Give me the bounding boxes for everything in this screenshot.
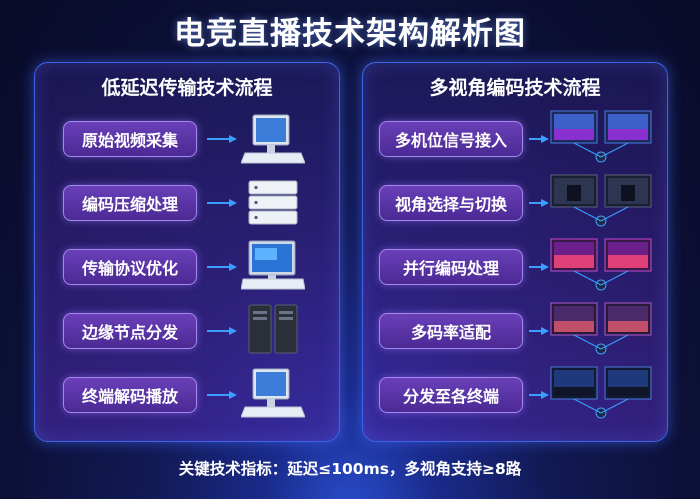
step-box: 边缘节点分发	[63, 313, 197, 349]
arrow-right-icon	[529, 327, 549, 335]
server-rack-icon	[248, 180, 298, 225]
arrow-right-icon	[207, 391, 237, 399]
arrow-right-icon	[529, 135, 549, 143]
tower-servers-icon	[248, 304, 298, 354]
step-box: 多机位信号接入	[379, 121, 523, 157]
panel-title: 低延迟传输技术流程	[101, 77, 273, 99]
dual-screen-hub-icon	[550, 302, 652, 355]
page-title: 电竞直播技术架构解析图	[174, 16, 526, 52]
dual-screen-hub-icon	[550, 238, 652, 291]
step-box: 原始视频采集	[63, 121, 197, 157]
arrow-right-icon	[207, 199, 237, 207]
step-box: 终端解码播放	[63, 377, 197, 413]
multi-view-panel: 多视角编码技术流程 多机位信号接入 视角选择与切换 并行编码处理 多码率适配	[362, 62, 668, 442]
arrow-right-icon	[207, 327, 237, 335]
arrow-right-icon	[529, 263, 549, 271]
arrow-right-icon	[529, 199, 549, 207]
dual-screen-hub-icon	[550, 174, 652, 227]
dual-screen-hub-icon	[550, 110, 652, 163]
step-box: 分发至各终端	[379, 377, 523, 413]
arrow-right-icon	[529, 391, 549, 399]
arrow-right-icon	[207, 263, 237, 271]
computer-screen-icon	[241, 240, 305, 290]
panel-title: 多视角编码技术流程	[429, 77, 601, 99]
low-latency-panel: 低延迟传输技术流程 原始视频采集 编码压缩处理 传输协议优化 边缘节点分发 终端…	[34, 62, 340, 442]
monitor-workstation-icon	[241, 368, 305, 418]
step-box: 并行编码处理	[379, 249, 523, 285]
step-box: 编码压缩处理	[63, 185, 197, 221]
step-box: 视角选择与切换	[379, 185, 523, 221]
monitor-workstation-icon	[241, 114, 305, 164]
step-box: 多码率适配	[379, 313, 523, 349]
step-box: 传输协议优化	[63, 249, 197, 285]
arrow-right-icon	[207, 135, 237, 143]
key-metrics-footer: 关键技术指标：延迟≤100ms，多视角支持≥8路	[178, 460, 522, 478]
dual-screen-hub-icon	[550, 366, 652, 419]
